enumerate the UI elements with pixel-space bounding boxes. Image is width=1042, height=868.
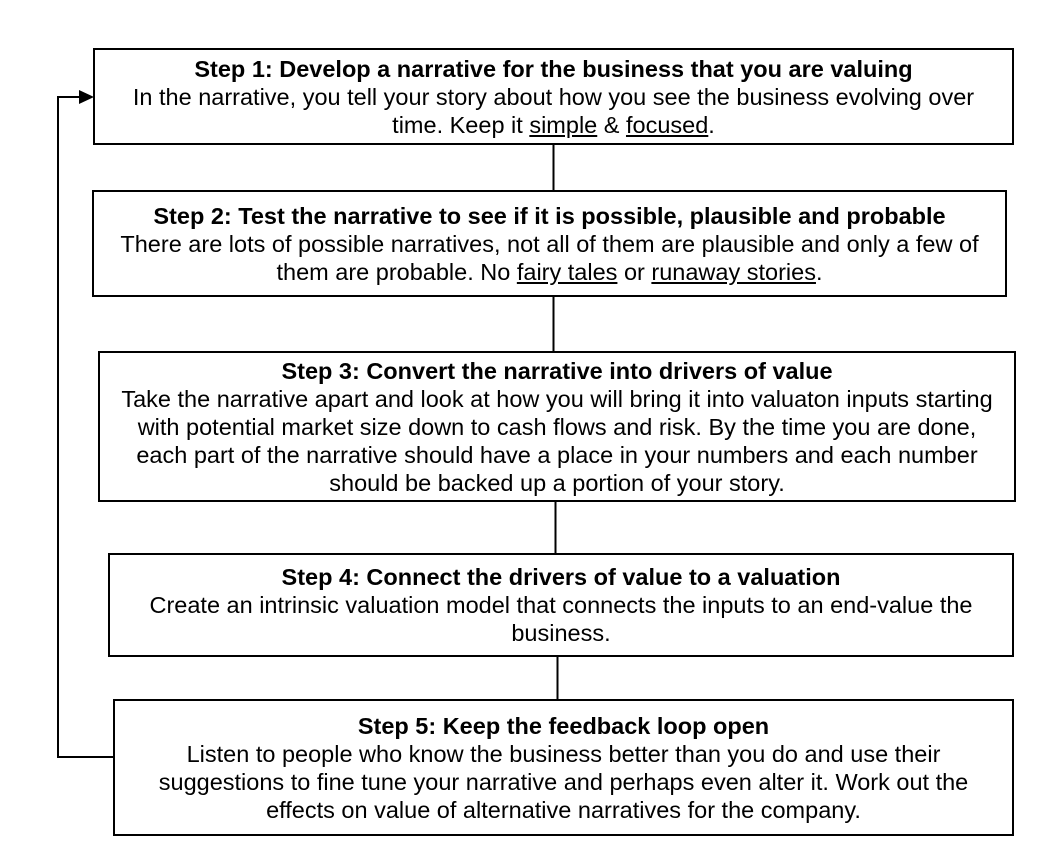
feedback-loop-line [57,96,114,758]
step-2-title: Step 2: Test the narrative to see if it … [153,202,946,229]
step-1-body: In the narrative, you tell your story ab… [132,83,975,138]
step-4-box: Step 4: Connect the drivers of value to … [108,553,1014,657]
feedback-arrowhead-icon [79,90,94,104]
step-1-title: Step 1: Develop a narrative for the busi… [194,55,913,82]
step-4-body: Create an intrinsic valuation model that… [149,592,973,646]
step-3-title: Step 3: Convert the narrative into drive… [281,357,833,384]
step-5-body: Listen to people who know the business b… [158,740,969,823]
step-5-title: Step 5: Keep the feedback loop open [357,712,770,739]
step-3-body: Take the narrative apart and look at how… [121,385,993,496]
step-4-title: Step 4: Connect the drivers of value to … [281,564,841,590]
step-3-box: Step 3: Convert the narrative into drive… [98,351,1016,502]
step-1-box: Step 1: Develop a narrative for the busi… [93,48,1014,145]
step-5-box: Step 5: Keep the feedback loop open List… [113,699,1014,836]
step-2-box: Step 2: Test the narrative to see if it … [92,190,1007,297]
step-2-body: There are lots of possible narratives, n… [120,230,979,285]
